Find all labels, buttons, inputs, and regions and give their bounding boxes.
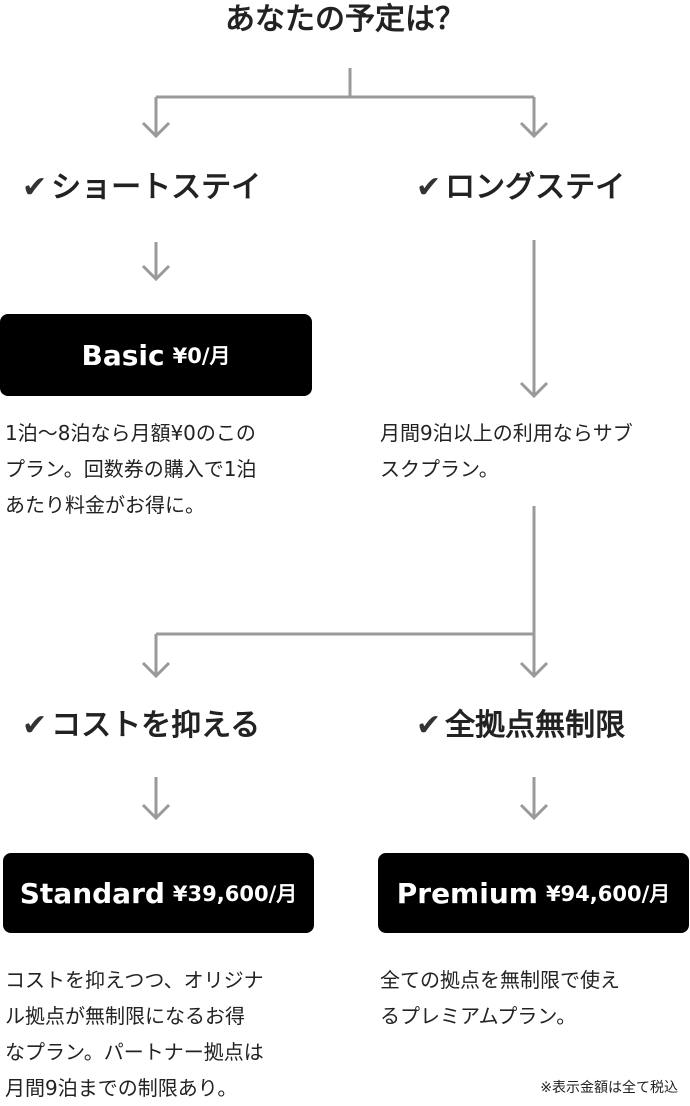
footnote: ※表示金額は全て税込	[540, 1080, 678, 1096]
choice-cost: ✔コストを抑える	[22, 706, 260, 746]
basic-description: 1泊〜8泊なら月額¥0のこの プラン。回数券の購入で1泊 あたり料金がお得に。	[5, 415, 325, 523]
plan-price: ¥0/月	[172, 344, 231, 368]
plan-price: ¥94,600/月	[545, 882, 671, 906]
description-line: プラン。回数券の購入で1泊	[5, 457, 257, 481]
plan-basic: Basic ¥0/月	[0, 314, 312, 396]
check-icon: ✔	[416, 708, 442, 743]
long-stay-description: 月間9泊以上の利用ならサブ スクプラン。	[380, 415, 690, 487]
arrow-down-icon	[141, 264, 171, 282]
check-icon: ✔	[22, 170, 48, 205]
plan-name: Premium	[396, 876, 538, 910]
arrow-down-icon	[141, 803, 171, 821]
description-line: るプレミアムプラン。	[380, 1004, 577, 1028]
description-line: 全ての拠点を無制限で使え	[380, 968, 620, 992]
arrow-down-icon	[519, 661, 549, 679]
check-icon: ✔	[22, 708, 48, 743]
description-line: 月間9泊までの制限あり。	[5, 1076, 238, 1100]
check-icon: ✔	[416, 170, 442, 205]
choice-label: ショートステイ	[51, 170, 262, 205]
description-line: あたり料金がお得に。	[5, 493, 205, 517]
choice-short-stay: ✔ショートステイ	[22, 168, 261, 208]
description-line: スクプラン。	[380, 457, 499, 481]
arrow-down-icon	[519, 803, 549, 821]
choice-label: 全拠点無制限	[445, 708, 626, 743]
arrow-down-icon	[141, 121, 171, 139]
description-line: 1泊〜8泊なら月額¥0のこの	[5, 421, 256, 445]
plan-name: Standard	[19, 876, 165, 910]
choice-label: ロングステイ	[445, 170, 626, 205]
choice-label: コストを抑える	[51, 708, 261, 743]
arrow-down-icon	[141, 661, 171, 679]
page-title: あなたの予定は？	[225, 2, 465, 37]
plan-premium: Premium ¥94,600/月	[378, 853, 689, 933]
arrow-down-icon	[519, 121, 549, 139]
description-line: なプラン。パートナー拠点は	[5, 1040, 264, 1064]
choice-long-stay: ✔ロングステイ	[416, 168, 625, 208]
plan-price: ¥39,600/月	[172, 882, 298, 906]
standard-description: コストを抑えつつ、オリジナ ル拠点が無制限になるお得 なプラン。パートナー拠点は…	[5, 962, 325, 1106]
description-line: ル拠点が無制限になるお得	[5, 1004, 245, 1028]
description-line: コストを抑えつつ、オリジナ	[5, 968, 264, 992]
arrow-down-icon	[519, 381, 549, 399]
plan-standard: Standard ¥39,600/月	[3, 853, 314, 933]
choice-unlimited: ✔全拠点無制限	[416, 706, 625, 746]
premium-description: 全ての拠点を無制限で使え るプレミアムプラン。	[380, 962, 690, 1034]
description-line: 月間9泊以上の利用ならサブ	[380, 421, 633, 445]
plan-name: Basic	[81, 338, 165, 372]
